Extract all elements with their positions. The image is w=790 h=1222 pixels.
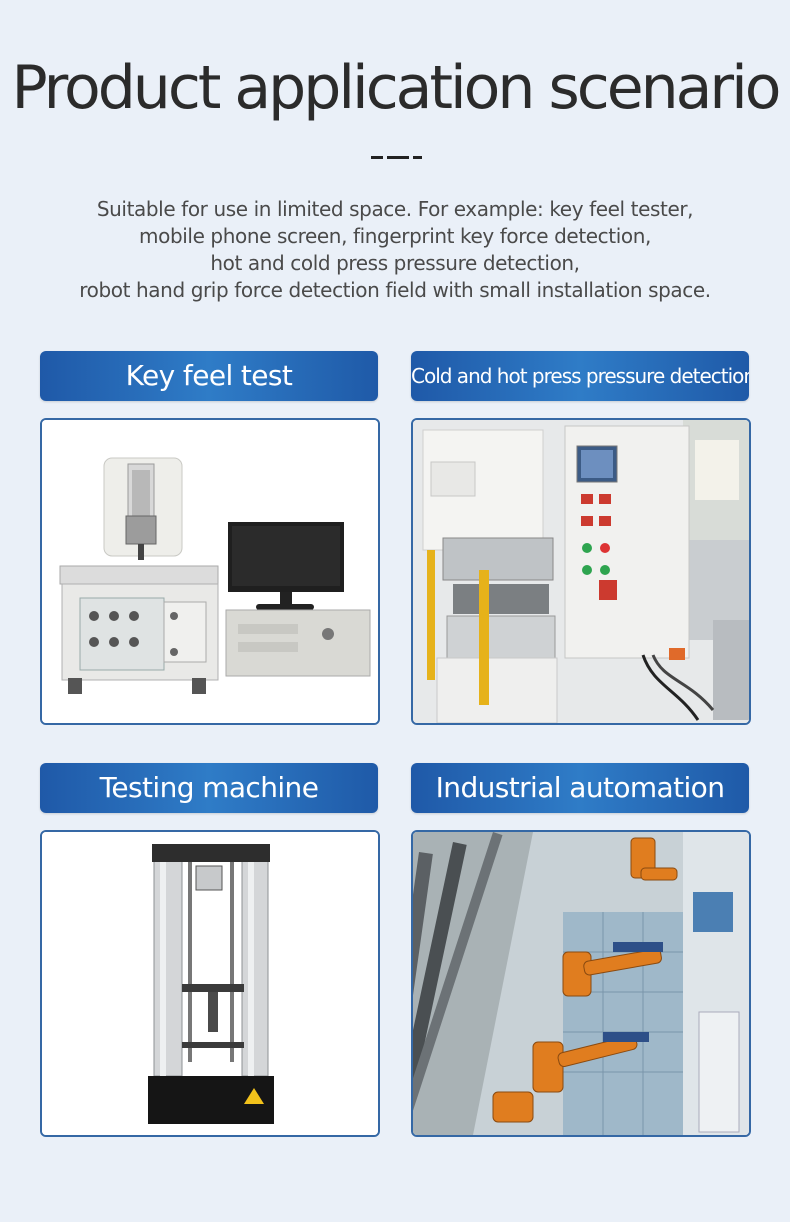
description-line: hot and cold press pressure detection, bbox=[210, 251, 580, 275]
scenario-label-industrial-automation: Industrial automation bbox=[411, 763, 749, 813]
title-divider bbox=[0, 156, 790, 160]
page-title: Product application scenario bbox=[11, 53, 782, 123]
scenario-label-key-feel-test: Key feel test bbox=[40, 351, 378, 401]
scenario-label-press-detection: Cold and hot press pressure detection bbox=[411, 351, 749, 401]
scenario-image-industrial-automation bbox=[411, 830, 751, 1137]
description-line: Suitable for use in limited space. For e… bbox=[96, 197, 694, 221]
scenario-image-testing-machine bbox=[40, 830, 380, 1137]
page-description: Suitable for use in limited space. For e… bbox=[30, 196, 760, 304]
description-line: robot hand grip force detection field wi… bbox=[79, 278, 711, 302]
scenario-image-hot-cold-press bbox=[411, 418, 751, 725]
scenario-label-testing-machine: Testing machine bbox=[40, 763, 378, 813]
scenario-image-key-feel-tester bbox=[40, 418, 380, 725]
description-line: mobile phone screen, fingerprint key for… bbox=[139, 224, 651, 248]
